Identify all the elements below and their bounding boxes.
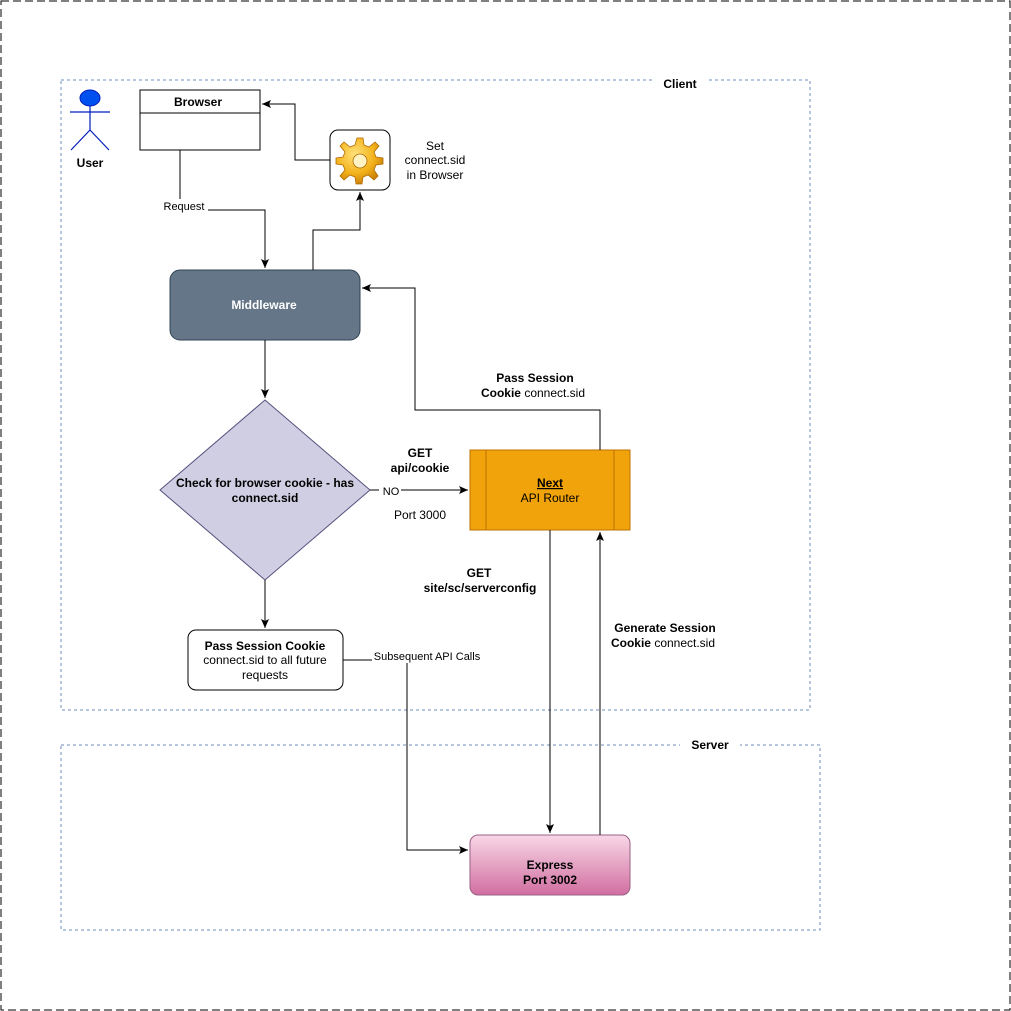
pass-future-line1: Pass Session Cookie xyxy=(205,639,326,653)
generate-session-line1: Generate Session xyxy=(614,621,715,635)
next-api-router-node: Next API Router xyxy=(469,449,631,531)
decision-line1: Check for browser cookie - has xyxy=(176,476,354,490)
express-line1: Express xyxy=(527,858,574,872)
express-node: Express Port 3002 xyxy=(469,834,631,896)
client-group: Client xyxy=(60,74,811,711)
middleware-label: Middleware xyxy=(231,298,297,312)
server-group: Server xyxy=(60,738,821,931)
port-3000-label: Port 3000 xyxy=(394,508,446,522)
edge-subsequent-calls xyxy=(343,659,468,854)
set-cookie-line2: connect.sid xyxy=(405,153,466,167)
generate-session-cookie-word: Cookie xyxy=(611,636,651,650)
next-subtitle: API Router xyxy=(521,491,580,505)
generate-session-line2: Cookie connect.sid xyxy=(611,636,715,650)
subsequent-calls-label: Subsequent API Calls xyxy=(374,651,481,663)
set-cookie-node: Set connect.sid in Browser xyxy=(329,129,466,191)
set-cookie-line1: Set xyxy=(426,139,445,153)
pass-future-node: Pass Session Cookie connect.sid to all f… xyxy=(187,629,344,691)
client-label: Client xyxy=(663,77,696,91)
edge-next-to-middleware xyxy=(362,284,601,450)
browser-box: Browser xyxy=(139,89,261,151)
next-title: Next xyxy=(537,476,563,490)
get-cookie-line2: api/cookie xyxy=(391,461,450,475)
actor-head xyxy=(79,89,101,107)
user-actor: User xyxy=(70,89,110,170)
pass-session-line1: Pass Session xyxy=(496,371,573,385)
get-cookie-line1: GET xyxy=(408,446,433,460)
server-label: Server xyxy=(691,738,729,752)
pass-session-connect-sid: connect.sid xyxy=(521,386,585,400)
cookie-check-decision: Check for browser cookie - has connect.s… xyxy=(159,399,371,581)
pass-session-line2: Cookie connect.sid xyxy=(481,386,585,400)
get-serverconfig-line2: site/sc/serverconfig xyxy=(424,581,537,595)
no-label: NO xyxy=(383,486,400,498)
client-boundary xyxy=(60,79,811,711)
middleware-node: Middleware xyxy=(169,269,361,341)
express-line2: Port 3002 xyxy=(523,873,577,887)
request-label: Request xyxy=(164,201,205,213)
edge-middleware-to-set-cookie xyxy=(312,192,364,270)
server-boundary xyxy=(60,744,821,931)
gear-icon xyxy=(335,137,384,185)
actor-label: User xyxy=(77,156,104,170)
pass-session-cookie-word: Cookie xyxy=(481,386,521,400)
edge-request xyxy=(179,150,269,268)
edges xyxy=(179,100,604,854)
edge-set-cookie-to-browser xyxy=(262,100,330,161)
browser-title: Browser xyxy=(174,95,222,109)
pass-future-line3: requests xyxy=(242,668,288,682)
decision-line2: connect.sid xyxy=(232,491,299,505)
pass-future-line2: connect.sid to all future xyxy=(203,653,327,667)
set-cookie-line3: in Browser xyxy=(407,168,464,182)
generate-session-connect-sid: connect.sid xyxy=(651,636,715,650)
get-serverconfig-line1: GET xyxy=(467,566,492,580)
